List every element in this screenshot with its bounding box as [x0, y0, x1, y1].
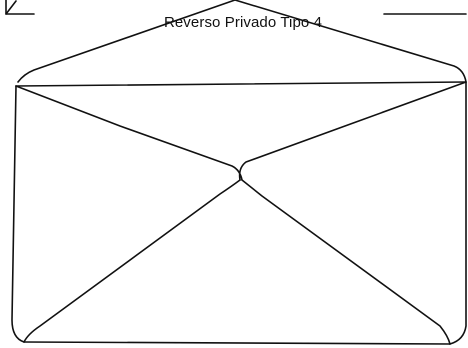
top-flap	[17, 0, 467, 83]
envelope-left-edge	[11, 85, 25, 343]
envelope-caption: Reverso Privado Tipo 4	[163, 14, 323, 31]
envelope-right-edge	[449, 81, 467, 345]
bottom-flap-left	[23, 179, 241, 343]
bottom-flap-right	[241, 179, 451, 345]
right-inner-flap	[238, 81, 467, 181]
top-strip-left-line	[5, 0, 17, 15]
envelope-bottom-edge	[23, 341, 451, 345]
left-inner-flap	[15, 85, 243, 181]
top-strip-left-wedge	[5, 0, 35, 15]
fold-line	[15, 81, 467, 87]
